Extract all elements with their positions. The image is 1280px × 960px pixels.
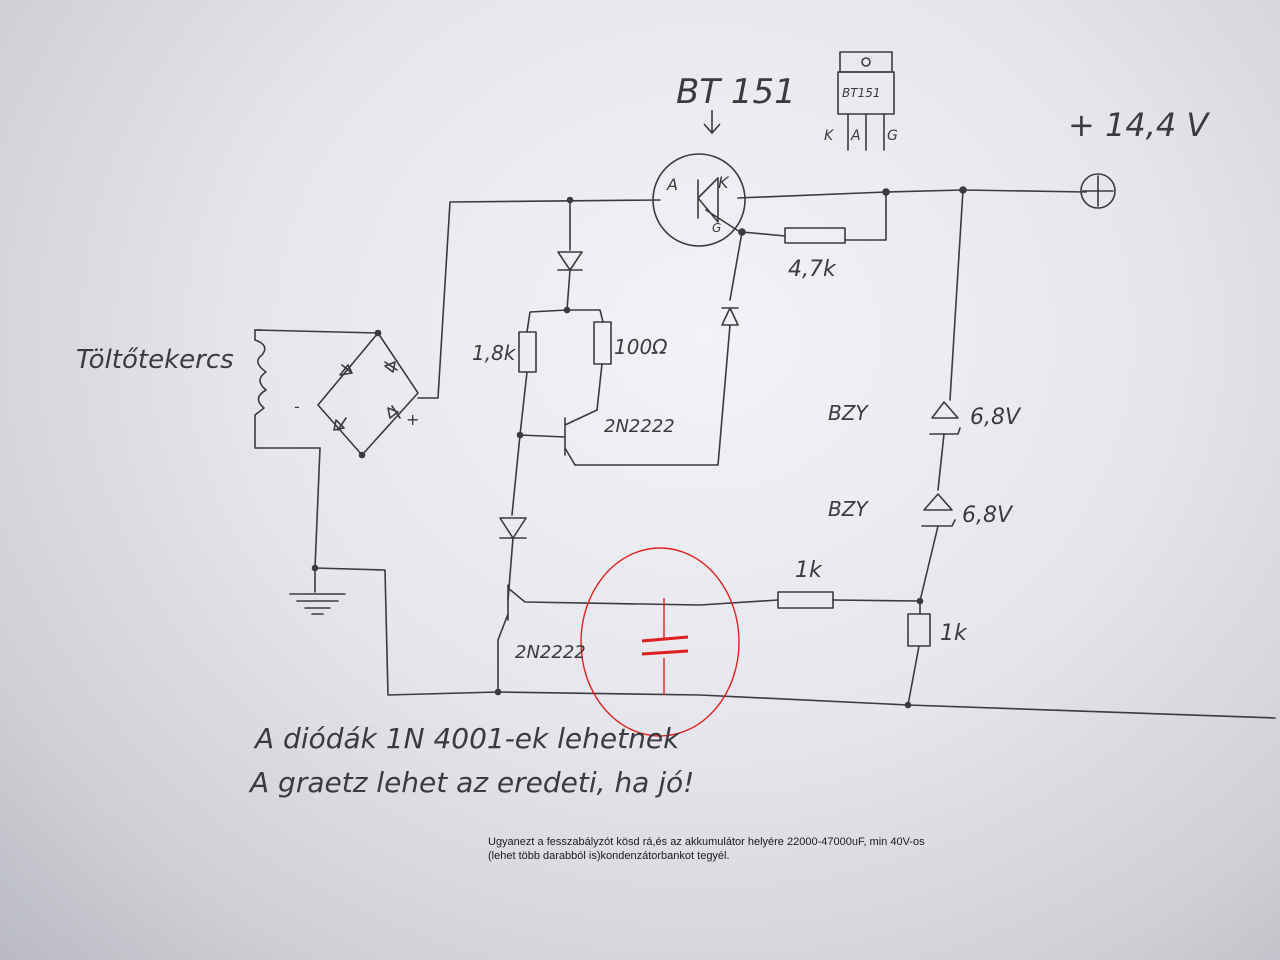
label-bridge-minus: - <box>294 397 300 416</box>
label-output-voltage: + 14,4 V <box>1068 106 1210 144</box>
resistor-100 <box>593 321 612 365</box>
capacitor-annotation <box>580 547 740 737</box>
transistor-lower <box>497 584 779 693</box>
resistor-1k8 <box>518 331 537 373</box>
wire-ground <box>314 447 1276 719</box>
label-r-100: 100Ω <box>614 335 668 359</box>
label-coil: Töltőtekercs <box>76 345 234 375</box>
label-r-1k-vertical: 1k <box>940 621 968 646</box>
label-zener2-type: BZY <box>828 497 869 521</box>
label-pin-k: K <box>824 128 835 144</box>
label-transistor-upper: 2N2222 <box>604 416 675 437</box>
resistor-1k-vertical <box>907 613 931 647</box>
handwritten-note-line2: A graetz lehet az eredeti, ha jó! <box>248 766 694 799</box>
charging-coil <box>254 329 379 449</box>
gate-diode <box>721 307 739 326</box>
label-pin-a: A <box>850 128 861 144</box>
lower-diode <box>499 517 527 539</box>
label-gate: G <box>712 221 721 235</box>
label-r-4k7: 4,7k <box>788 257 837 282</box>
resistor-4k7 <box>784 227 846 244</box>
label-pin-g: G <box>887 128 898 144</box>
bridge-rectifier <box>317 329 419 459</box>
label-cathode: K <box>718 173 730 192</box>
label-r-1k8: 1,8k <box>472 341 517 365</box>
label-anode: A <box>666 175 678 194</box>
typed-note-line2: (lehet több darabból is)kondenzátorbanko… <box>488 850 730 862</box>
label-r-1k-horizontal: 1k <box>795 558 823 583</box>
plus-terminal <box>1080 173 1116 209</box>
thyristor-bt151 <box>652 153 746 247</box>
wire-top-left <box>417 199 661 399</box>
zener-1 <box>929 401 961 435</box>
typed-note-line1: Ugyanezt a fesszabályzót kösd rá,és az a… <box>488 836 925 848</box>
label-zener1-value: 6,8V <box>970 405 1022 430</box>
ground-symbol <box>289 564 346 615</box>
upper-diode <box>557 251 583 271</box>
handwritten-note-line1: A diódák 1N 4001-ek lehetnek <box>253 722 681 755</box>
label-bt151: BT 151 <box>676 72 796 112</box>
label-package: BT151 <box>842 86 880 100</box>
typed-note: Ugyanezt a fesszabályzót kösd rá,és az a… <box>488 835 1048 863</box>
label-transistor-lower: 2N2222 <box>515 642 586 663</box>
label-zener2-value: 6,8V <box>962 503 1014 528</box>
resistor-1k-horizontal <box>777 591 834 609</box>
label-zener1-type: BZY <box>828 401 869 425</box>
bt151-package-drawing <box>837 51 895 151</box>
zener-2 <box>921 493 956 527</box>
transistor-upper <box>519 409 598 466</box>
wire-top-right <box>737 189 1087 199</box>
label-bridge-plus: + <box>406 410 419 429</box>
